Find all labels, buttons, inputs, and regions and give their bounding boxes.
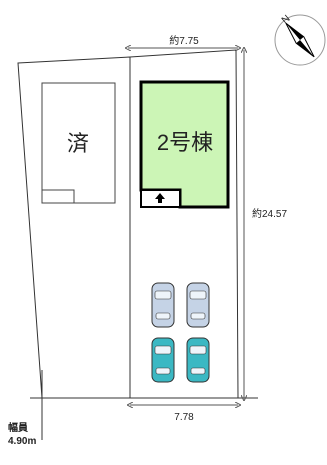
entrance-arrow-icon [155,193,165,203]
parking-area [151,282,210,383]
parked-car-icon [151,282,175,328]
parked-car-icon [186,337,210,383]
compass-needle-icon [285,22,315,58]
top-dimension-label: 約7.75 [169,34,199,47]
parked-car-icon [186,282,210,328]
subject-building-label: 2号棟 [157,130,213,155]
neighbor-building [41,82,116,204]
road-width-label-2: 4.90m [8,436,36,447]
parked-car-icon [151,337,175,383]
bottom-dimension-label: 7.78 [174,412,194,423]
neighbor-building-notch [42,189,75,203]
right-dimension-label: 約24.57 [252,207,287,220]
neighbor-lot-label: 済 [67,131,89,156]
road-width-label-1: 幅員 [8,421,28,434]
